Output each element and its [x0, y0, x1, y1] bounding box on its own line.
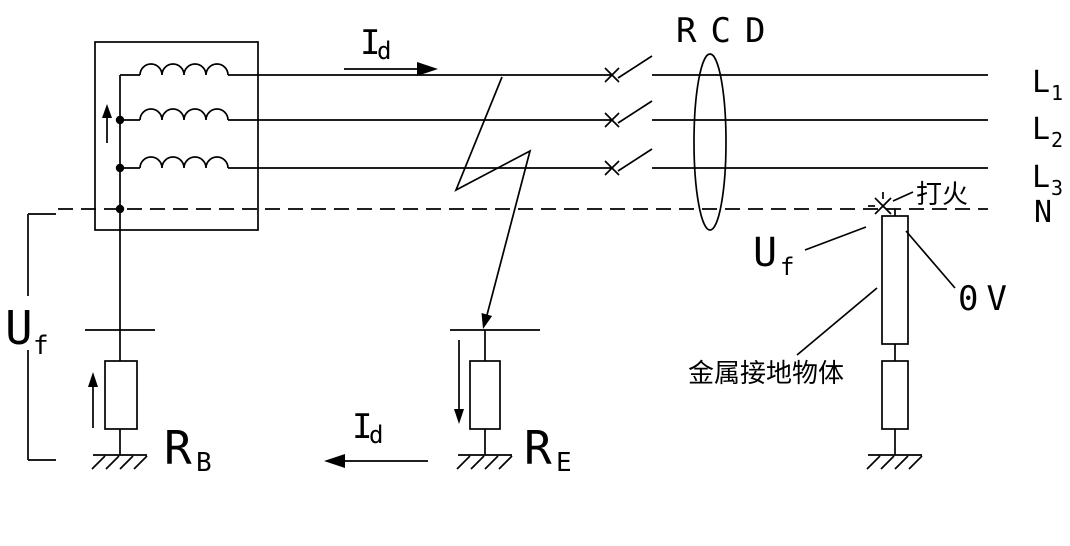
junction-dot	[115, 163, 125, 173]
metal-object-pointer-line	[796, 287, 878, 356]
spark-pointer-line	[892, 191, 914, 202]
ground-hatch	[133, 455, 148, 470]
fault-current-bottom: I d	[324, 407, 428, 468]
arrow-head	[88, 372, 98, 387]
ground-hatch	[866, 455, 881, 470]
arrow-head	[454, 409, 464, 424]
fault-current-top: I d	[344, 23, 438, 76]
phase-l1-label: L 1	[1032, 65, 1063, 105]
ground-hatch	[880, 455, 895, 470]
switch-blade	[617, 55, 653, 79]
contact-x	[604, 112, 620, 128]
current-arrow-down-icon	[454, 340, 464, 424]
contact-x	[604, 160, 620, 176]
ground-hatch	[105, 455, 120, 470]
breaker-contact-icon	[604, 55, 653, 83]
ground-hatch	[484, 455, 499, 470]
current-arrow-right-head	[417, 62, 438, 76]
ground-hatch	[908, 455, 923, 470]
ground-icon	[456, 454, 513, 470]
phase-l2-label: L 2	[1032, 112, 1063, 152]
metal-object-branch: 打火 U f 0V 金属接地物体	[688, 180, 1015, 470]
breaker-contact-icon	[604, 148, 653, 176]
ground-hatch	[894, 455, 909, 470]
re-ground-branch: R E	[450, 329, 572, 478]
resistor-rb	[104, 360, 138, 430]
sparking-label: 打火	[916, 180, 968, 210]
current-arrow-up-icon	[102, 104, 112, 143]
rcd: RCD	[676, 11, 779, 231]
ground-hatch	[470, 455, 485, 470]
resistor-object-ground	[881, 360, 909, 430]
metal-object-label: 金属接地物体	[688, 359, 844, 389]
conductor-labels: L 1 L 2 L 3 N	[1032, 65, 1063, 230]
resistor-re	[469, 360, 501, 430]
rb-label: R B	[164, 421, 212, 478]
fault-current-bottom-label: I d	[352, 407, 383, 449]
spark-stroke	[874, 197, 892, 215]
ground-icon	[91, 454, 148, 470]
fault-voltage-left-label: U f	[5, 301, 49, 361]
metal-object-body	[881, 215, 909, 345]
phase-l3-label: L 3	[1032, 160, 1063, 200]
breaker-contact-icon	[604, 100, 653, 128]
lightning-arrow-head	[481, 313, 493, 329]
fault-voltage-left: U f	[5, 213, 56, 461]
neutral-label: N	[1034, 195, 1052, 230]
ground-hatch	[91, 455, 106, 470]
rcd-label: RCD	[676, 11, 779, 51]
fault-voltage-right-label: U f	[753, 230, 794, 281]
winding-coil-1	[139, 63, 229, 76]
winding-coil-3	[139, 156, 229, 169]
arrow-head	[102, 104, 112, 118]
ground-hatch	[119, 455, 134, 470]
contact-x	[604, 67, 620, 83]
current-arrow-up-icon	[88, 372, 98, 428]
re-label: R E	[524, 421, 572, 478]
transformer	[94, 41, 259, 361]
transformer-box	[94, 41, 259, 231]
lightning-bolt	[454, 76, 532, 316]
rcd-toroid-icon	[693, 53, 727, 231]
junction-dot	[115, 115, 125, 125]
spark-icon	[868, 192, 892, 215]
fault-lightning-arrow	[454, 76, 532, 329]
ground-icon	[866, 454, 923, 470]
winding-coil-2	[139, 108, 229, 121]
switch-blade	[617, 148, 653, 172]
breaker-switches	[604, 55, 653, 176]
zero-volt-pointer-line	[905, 230, 956, 289]
switch-blade	[617, 100, 653, 124]
junction-dot	[115, 204, 125, 214]
fault-current-top-label: I d	[360, 23, 391, 65]
zero-volt-label: 0V	[958, 279, 1015, 319]
rb-ground-branch: R B	[85, 329, 212, 478]
phase-conductors	[58, 74, 988, 210]
current-arrow-left-head	[324, 454, 345, 468]
fault-voltage-pointer-line	[804, 226, 867, 251]
ground-hatch	[456, 455, 471, 470]
ground-hatch	[498, 455, 513, 470]
